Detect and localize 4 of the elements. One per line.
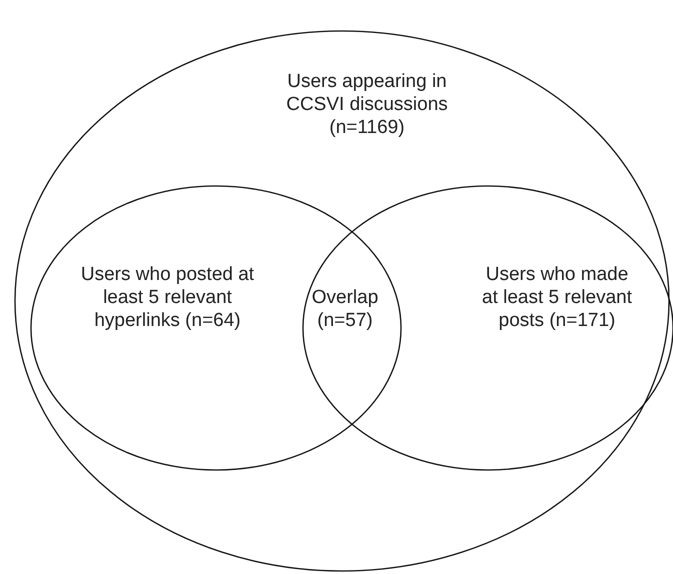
set-label: Users who posted at least 5 relevant hyperlinks (n=64) [80,263,256,332]
set-label: Users appearing in CCSVI discussions (n=1169) [285,70,449,139]
set-label: Users who made at least 5 relevant posts (n=171) [482,263,632,332]
overlap-label: Overlap (n=57) [310,286,380,332]
